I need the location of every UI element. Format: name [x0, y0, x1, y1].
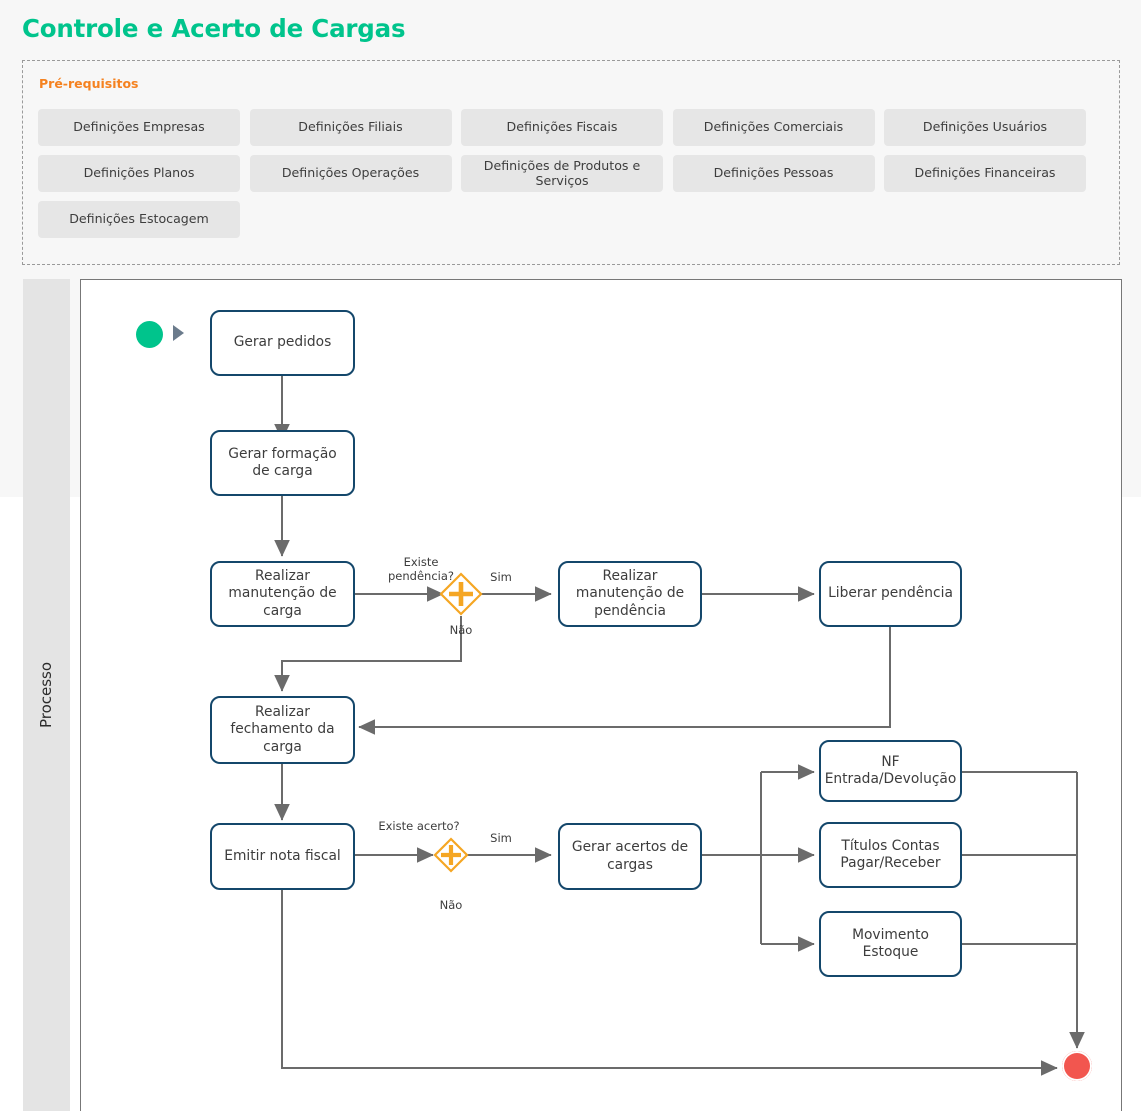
task-movimento-estoque[interactable]: Movimento Estoque — [819, 911, 962, 977]
prerequisites-grid: Definições Empresas Definições Filiais D… — [38, 109, 1104, 238]
start-event[interactable] — [136, 321, 163, 348]
prerequisites-panel: Pré-requisitos Definições Empresas Defin… — [22, 60, 1120, 265]
prereq-button-definicoes-usuarios[interactable]: Definições Usuários — [884, 109, 1086, 146]
gateway1-question-label: Existe pendência? — [388, 555, 454, 583]
prereq-button-definicoes-filiais[interactable]: Definições Filiais — [249, 109, 452, 146]
lane-label-processo: Processo — [37, 661, 56, 729]
flow-gw1-nao — [274, 616, 462, 692]
gateway-existe-acerto[interactable] — [433, 837, 469, 873]
prereq-button-definicoes-fiscais[interactable]: Definições Fiscais — [461, 109, 663, 146]
task-realizar-fechamento-da-carga[interactable]: Realizar fechamento da carga — [210, 696, 355, 764]
task-realizar-manutencao-de-pendencia[interactable]: Realizar manutenção de pendência — [558, 561, 702, 627]
task-gerar-acertos-de-cargas[interactable]: Gerar acertos de cargas — [558, 823, 702, 890]
prereq-button-definicoes-planos[interactable]: Definições Planos — [38, 155, 240, 192]
page-title: Controle e Acerto de Cargas — [22, 14, 406, 43]
prereq-button-definicoes-empresas[interactable]: Definições Empresas — [38, 109, 240, 146]
bpmn-canvas: Gerar pedidos Gerar formação de carga Re… — [80, 279, 1122, 1111]
start-arrow-icon — [173, 325, 184, 341]
prereq-button-definicoes-estocagem[interactable]: Definições Estocagem — [38, 201, 240, 238]
prereq-button-definicoes-pessoas[interactable]: Definições Pessoas — [672, 155, 875, 192]
prereq-button-definicoes-operacoes[interactable]: Definições Operações — [249, 155, 452, 192]
gateway1-yes-label: Sim — [490, 570, 512, 584]
gateway1-no-label: Não — [449, 623, 473, 637]
task-gerar-pedidos[interactable]: Gerar pedidos — [210, 310, 355, 376]
flow-gw2-nao-to-end — [281, 890, 1058, 1076]
lane-label-wrapper: Processo — [23, 279, 70, 1111]
gateway-existe-pendencia[interactable] — [439, 572, 483, 616]
task-realizar-manutencao-de-carga[interactable]: Realizar manutenção de carga — [210, 561, 355, 627]
prereq-button-definicoes-comerciais[interactable]: Definições Comerciais — [672, 109, 875, 146]
task-emitir-nota-fiscal[interactable]: Emitir nota fiscal — [210, 823, 355, 890]
connector-layer — [274, 376, 1085, 1076]
task-titulos-contas-pagar-receber[interactable]: Títulos Contas Pagar/Receber — [819, 822, 962, 888]
prerequisites-section-label: Pré-requisitos — [39, 76, 139, 91]
pool-lane-header: Processo — [23, 279, 70, 1111]
end-event[interactable] — [1062, 1051, 1092, 1081]
task-gerar-formacao-de-carga[interactable]: Gerar formação de carga — [210, 430, 355, 496]
task-liberar-pendencia[interactable]: Liberar pendência — [819, 561, 962, 627]
gateway2-no-label: Não — [439, 898, 463, 912]
flow-liberar-to-fechamento — [358, 622, 891, 735]
gateway2-question-label: Existe acerto? — [378, 819, 460, 833]
prereq-button-definicoes-financeiras[interactable]: Definições Financeiras — [884, 155, 1086, 192]
gateway2-yes-label: Sim — [490, 831, 512, 845]
task-nf-entrada-devolucao[interactable]: NF Entrada/Devolução — [819, 740, 962, 802]
prereq-button-definicoes-produtos-servicos[interactable]: Definições de Produtos e Serviços — [461, 155, 663, 192]
